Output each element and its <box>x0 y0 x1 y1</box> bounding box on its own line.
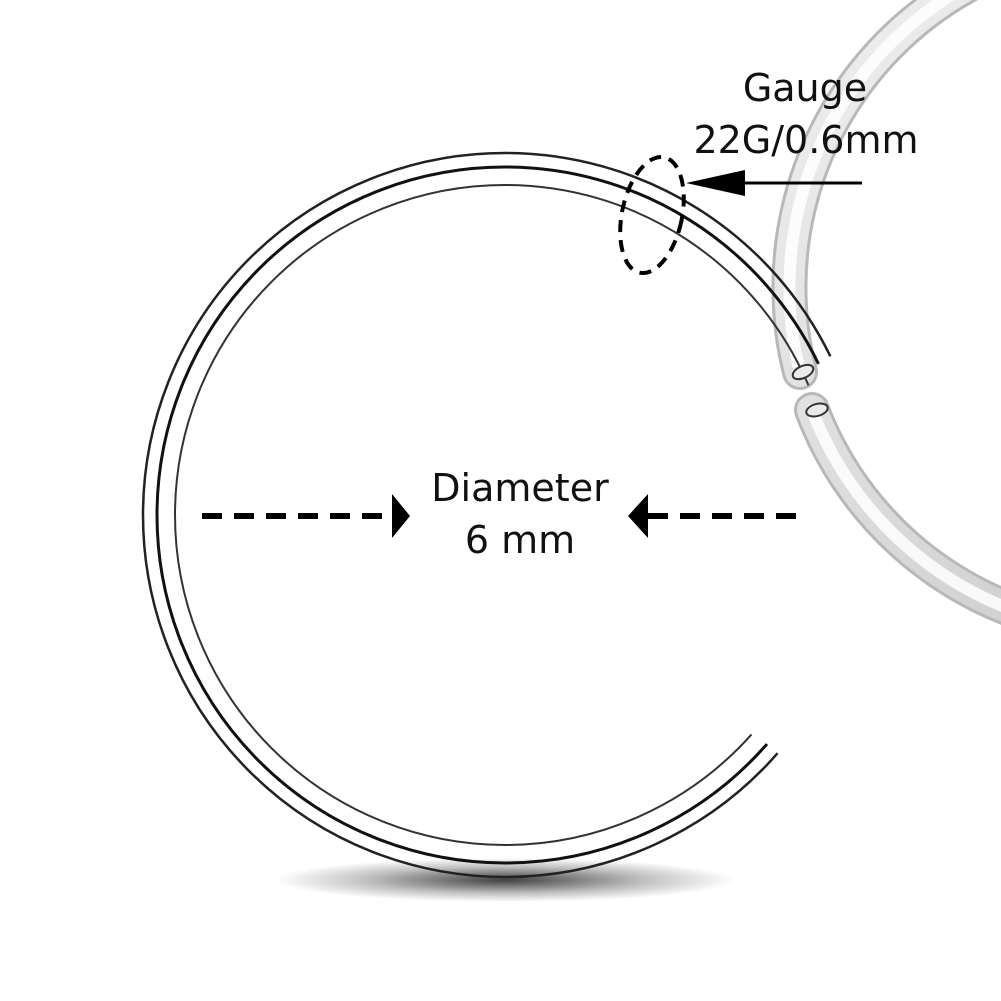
ring-shadow <box>275 858 735 902</box>
gauge-callout <box>618 154 862 276</box>
diameter-left-arrow-head-icon <box>392 494 410 538</box>
diameter-right-arrow-head-icon <box>628 494 648 538</box>
diameter-title: Diameter <box>431 466 609 510</box>
gauge-title: Gauge <box>742 66 868 110</box>
diameter-callout <box>202 494 805 538</box>
ring-body <box>771 0 1001 625</box>
ring-contours <box>141 151 869 879</box>
ring-end-caps <box>791 363 829 418</box>
gauge-marker-dashed-ellipse <box>618 154 686 276</box>
diameter-value: 6 mm <box>464 518 576 562</box>
gauge-value: 22G/0.6mm <box>693 118 919 162</box>
gauge-arrow-head-icon <box>686 170 745 196</box>
